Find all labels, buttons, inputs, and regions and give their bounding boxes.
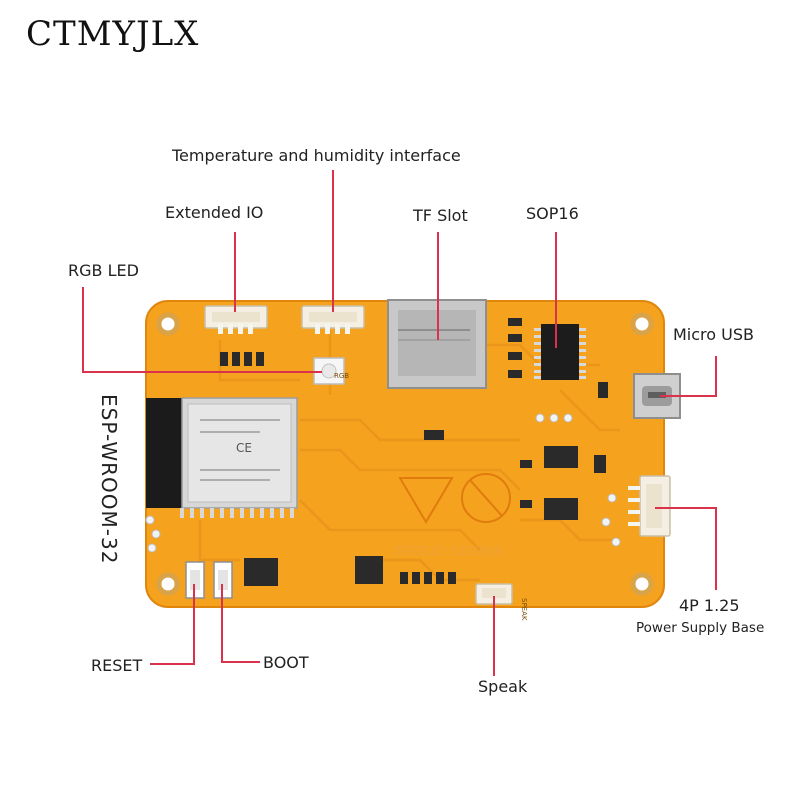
esp-wroom-32-module: CE <box>146 398 297 518</box>
label-speak: Speak <box>478 677 527 696</box>
label-esp-wroom-32: ESP-WROOM-32 <box>97 394 121 564</box>
label-sop16: SOP16 <box>526 204 579 223</box>
label-boot: BOOT <box>263 653 309 672</box>
label-extended-io: Extended IO <box>165 203 263 222</box>
back-silk-label: SSOSS72-2732532 <box>394 543 502 557</box>
label-temp-humidity-interface: Temperature and humidity interface <box>172 146 461 165</box>
sop16-chip <box>534 324 586 380</box>
label-rgb-led: RGB LED <box>68 261 139 280</box>
rgb-silk-label: RGB <box>334 372 349 380</box>
label-power-4p: 4P 1.25 <box>679 596 740 615</box>
label-power-supply-base: Power Supply Base <box>636 620 764 636</box>
label-reset: RESET <box>91 656 142 675</box>
label-tf-slot: TF Slot <box>413 206 468 225</box>
label-micro-usb: Micro USB <box>673 325 754 344</box>
svg-text:CE: CE <box>236 441 252 455</box>
speak-silk-label: SPEAK <box>520 598 528 621</box>
